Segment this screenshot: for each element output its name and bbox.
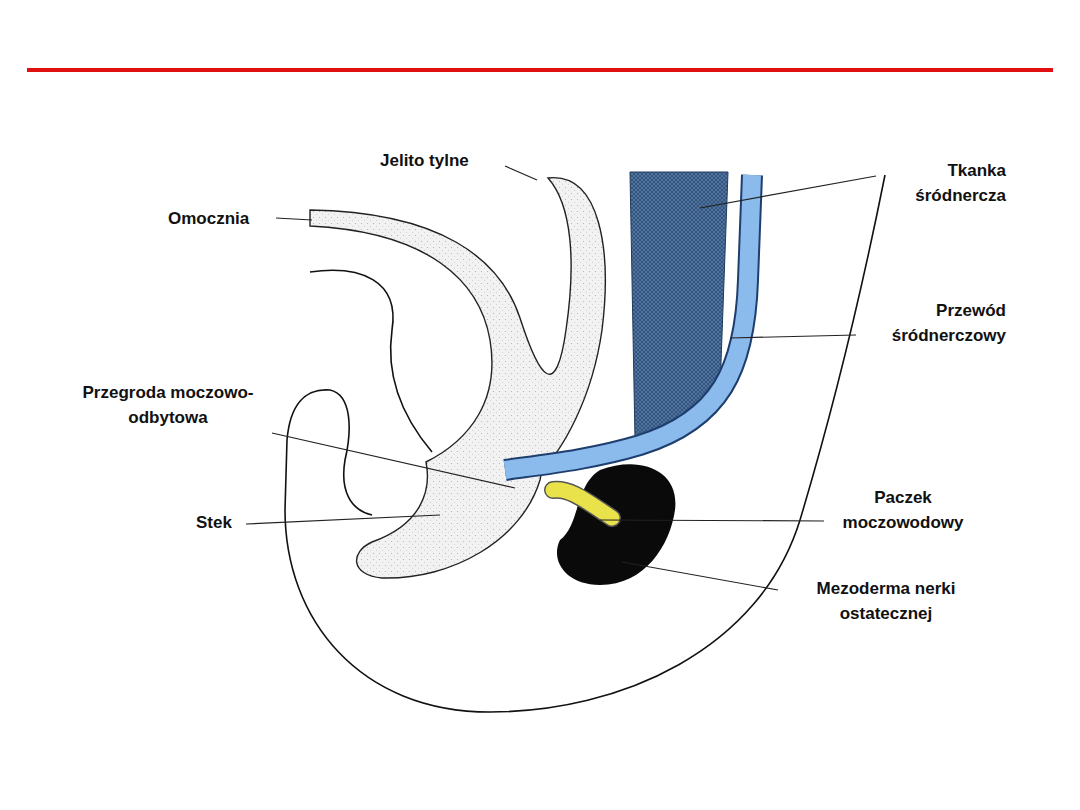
leader-line — [272, 433, 515, 488]
leader-line — [505, 166, 537, 180]
mesonephric-duct — [505, 175, 752, 470]
part-label: Przewód śródnerczowy — [850, 298, 1006, 348]
part-label: Tkanka śródnercza — [870, 158, 1006, 208]
part-label: Jelito tylne — [380, 148, 469, 173]
gut-allantois — [310, 178, 605, 578]
leader-line — [730, 335, 856, 338]
part-label: Stek — [196, 510, 232, 535]
part-label: Omocznia — [168, 206, 249, 231]
duct-outline — [505, 175, 752, 470]
leader-lines — [246, 166, 876, 590]
bud-outline — [553, 490, 612, 518]
ureteric-bud — [553, 490, 612, 518]
leader-line — [600, 520, 824, 521]
part-label: Paczek moczowodowy — [826, 485, 980, 535]
header-rule — [27, 68, 1053, 72]
part-label: Mezoderma nerki ostatecznej — [778, 576, 994, 626]
leader-line — [622, 562, 778, 590]
body-outline — [285, 175, 885, 712]
leader-line — [700, 176, 876, 208]
part-label: Przegroda moczowo- odbytowa — [78, 380, 258, 430]
membrane-line — [310, 270, 432, 452]
leader-line — [276, 218, 312, 220]
leader-line — [246, 515, 440, 524]
